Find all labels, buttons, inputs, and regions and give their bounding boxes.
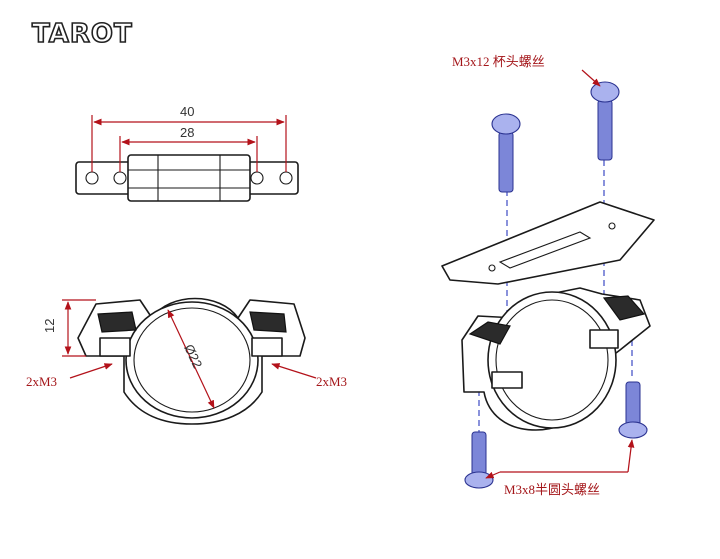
dimension-28-label: 28: [180, 125, 194, 140]
exploded-view: [441, 69, 655, 489]
bottom-screw-callout: M3x8半圆头螺丝: [504, 482, 600, 497]
top-plate: [441, 201, 655, 285]
top-view-drawing: [75, 115, 299, 202]
left-holes-label: 2xM3: [26, 374, 57, 389]
right-holes-label: 2xM3: [316, 374, 347, 389]
top-screw-callout: M3x12 杯头螺丝: [452, 54, 545, 69]
dimension-12-label: 12: [42, 319, 57, 333]
dimension-40-label: 40: [180, 104, 194, 119]
front-view-drawing: [62, 297, 317, 425]
tarot-logo: TAROT: [32, 19, 133, 49]
